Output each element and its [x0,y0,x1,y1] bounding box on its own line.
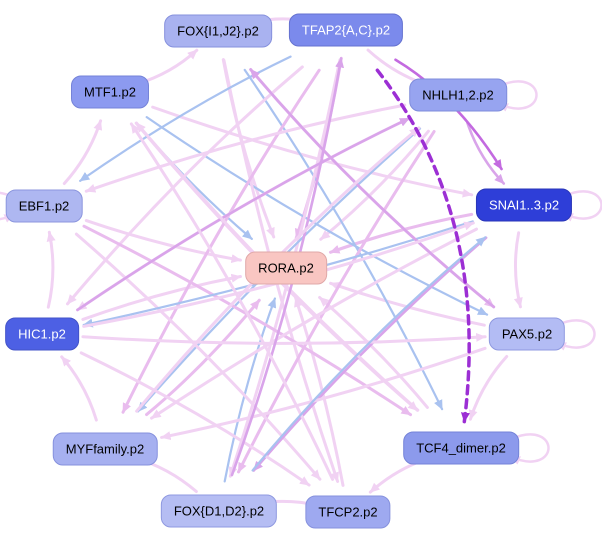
edge-SNAI1_3-SNAI1_3 [562,190,602,222]
edge-PAX5-FOX_I1J2 [249,68,496,309]
edge-FOX_D1D2-RORA [223,297,277,483]
edge-SNAI1_3-FOX_D1D2 [252,236,488,472]
edge-TFCP2-RORA [294,296,345,487]
node-NHLH12[interactable]: NHLH1,2.p2 [409,78,507,112]
node-TFCP2[interactable]: TFCP2.p2 [305,495,391,529]
node-TCF4[interactable]: TCF4_dimer.p2 [403,431,519,465]
edge-TFAP2-EBF1 [79,55,292,182]
edge-EBF1-MTF1 [62,119,103,186]
edge-NHLH12-NHLH12 [497,80,538,112]
edge-NHLH12-FOX_D1D2 [237,130,436,474]
edge-MYF-HIC1 [60,355,98,422]
edge-FOX_I1J2-TCF4 [243,68,444,411]
edge-NHLH12-SNAI1_3 [466,121,506,185]
edge-EBF1-RORA [84,219,242,264]
edge-HIC1-EBF1 [46,230,56,309]
edge-MYF-RORA [145,298,261,417]
node-EBF1[interactable]: EBF1.p2 [5,189,83,223]
node-SNAI1_3[interactable]: SNAI1..3.p2 [475,188,573,222]
edge-HIC1-PAX5 [81,332,487,345]
edge-TCF4-RORA [318,295,429,409]
edge-SNAI1_3-MYF [150,227,478,420]
edge-TFAP2-TCF4 [375,68,471,424]
edge-PAX5-RORA [329,281,486,327]
edge-NHLH12-EBF1 [84,103,407,193]
edge-NHLH12-RORA [319,129,430,241]
node-HIC1[interactable]: HIC1.p2 [5,317,79,351]
edge-PAX5-MYF [160,346,487,441]
node-PAX5[interactable]: PAX5.p2 [488,317,566,351]
edge-MTF1-SNAI1_3 [151,105,474,198]
edge-FOX_D1D2-SNAI1_3 [251,236,487,472]
edge-SNAI1_3-RORA [328,212,474,254]
edge-EBF1-TFCP2 [74,232,322,481]
node-FOX_I1J2[interactable]: FOX{I1,J2}.p2 [164,14,272,48]
edge-SNAI1_3-PAX5 [513,231,523,309]
node-FOX_D1D2[interactable]: FOX{D1,D2}.p2 [160,494,278,528]
node-RORA[interactable]: RORA.p2 [245,251,327,285]
edge-TCF4-TCF4 [509,433,550,465]
node-TFAP2[interactable]: TFAP2{A,C}.p2 [288,13,404,47]
node-MYF[interactable]: MYFfamily.p2 [52,432,158,466]
node-MTF1[interactable]: MTF1.p2 [70,75,150,109]
edge-HIC1-NHLH12 [76,117,411,312]
edge-HIC1-TFCP2 [79,351,311,487]
edge-EBF1-TCF4 [82,224,413,417]
edge-HIC1-RORA [81,273,242,321]
edge-PAX5-PAX5 [555,319,596,351]
edge-PAX5-TCF4 [468,354,509,421]
